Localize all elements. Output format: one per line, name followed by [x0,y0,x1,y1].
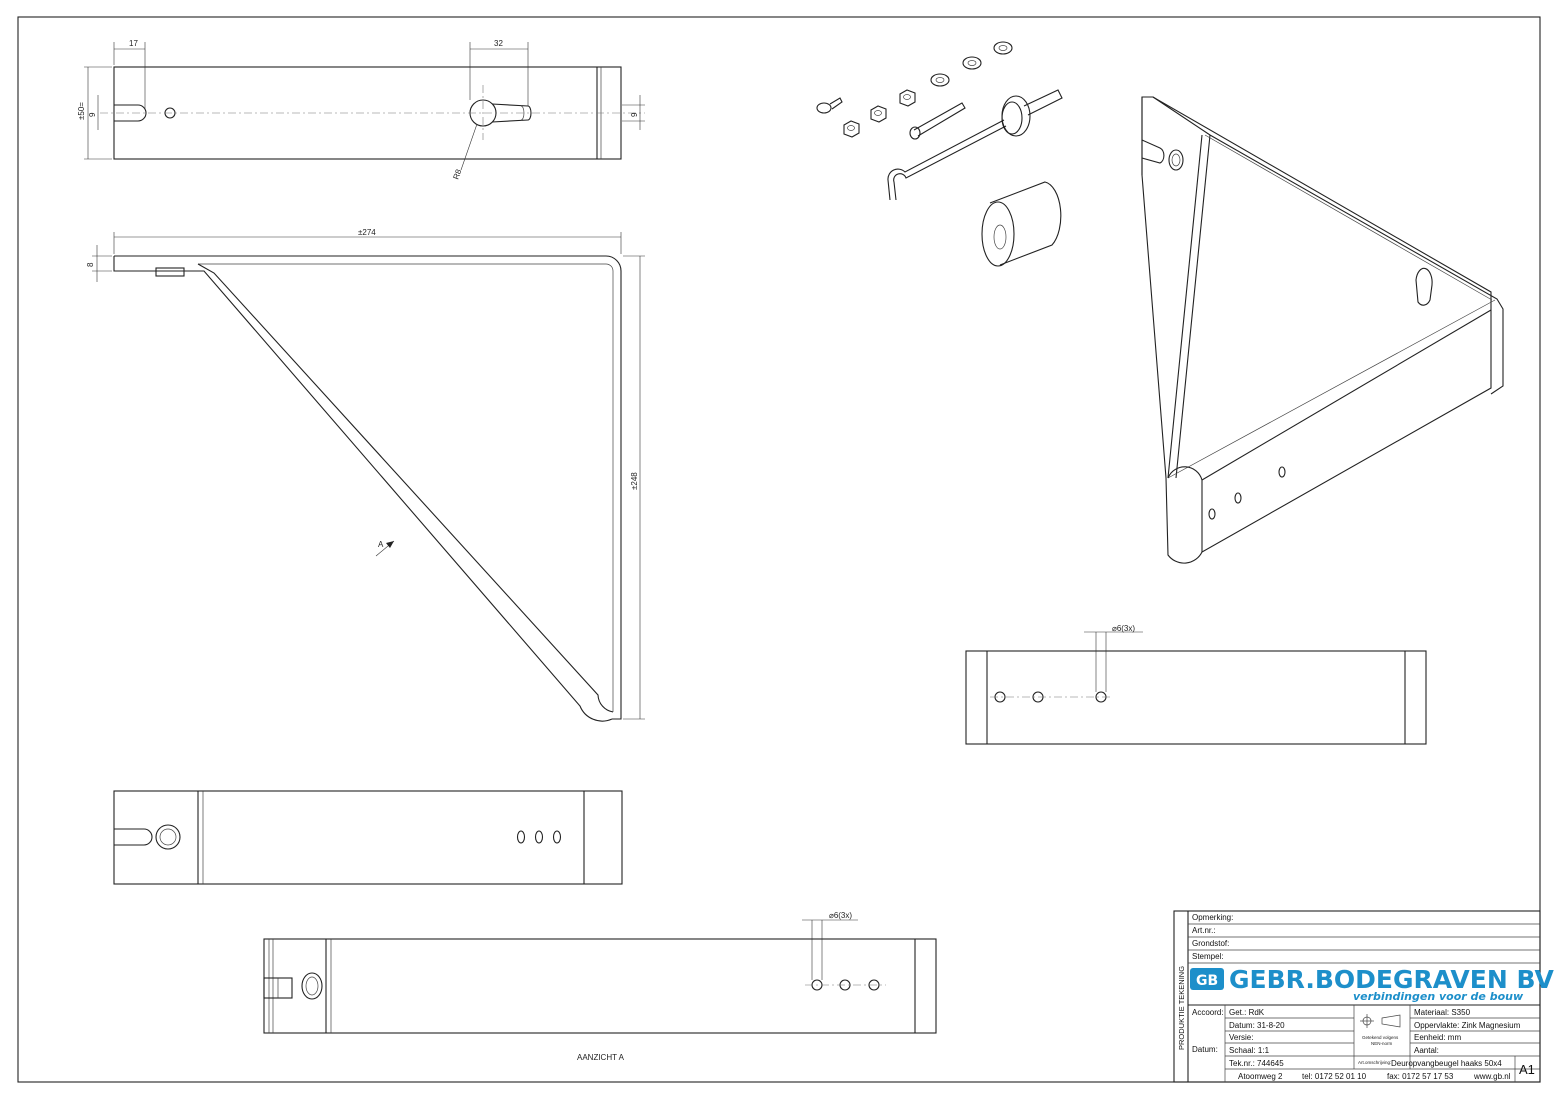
tb-oppervlakte: Oppervlakte: Zink Magnesium [1414,1021,1521,1030]
tb-nen: NEN-norm [1371,1041,1393,1046]
tb-address: Atoomweg 2 [1238,1072,1283,1081]
tb-stempel: Stempel: [1192,952,1224,961]
bottom-view [113,790,623,885]
tb-materiaal: Materiaal: S350 [1414,1008,1471,1017]
tb-slogan: verbindingen voor de bouw [1353,990,1524,1003]
dim-holes-right: ⌀6(3x) [1112,624,1135,633]
hardware-parts [816,41,1063,267]
dim-17: 17 [129,39,138,48]
dim-50: ±50= [77,102,86,120]
tb-aantal: Aantal: [1414,1046,1439,1055]
dim-holes-bottom: ⌀6(3x) [829,911,852,920]
isometric-bracket [1141,96,1504,564]
tb-vertical-label: PRODUKTIE TEKENING [1177,966,1186,1050]
logo-badge [1190,968,1224,990]
tb-tel: tel: 0172 52 01 10 [1302,1072,1367,1081]
tb-company: GEBR.BODEGRAVEN BV [1229,965,1555,994]
view-arrow-a: A [378,540,384,549]
side-view [92,232,645,722]
tb-versie: Versie: [1229,1033,1253,1042]
tb-eenheid: Eenheid: mm [1414,1033,1461,1042]
tb-schaal: Schaal: 1:1 [1229,1046,1270,1055]
tb-artnr: Art.nr.: [1192,926,1216,935]
dim-9-right: 9 [630,112,639,117]
tb-grondstof: Grondstof: [1192,939,1229,948]
view-a-label: AANZICHT A [577,1053,625,1062]
tb-getekend: Getekend volgens [1362,1035,1399,1040]
dim-r8: R8 [451,167,463,180]
sheet-border [17,16,1541,1083]
dim-32: 32 [494,39,503,48]
tb-omschrijving: Deuropvangbeugel haaks 50x4 [1391,1059,1502,1068]
dim-248: ±248 [630,472,639,490]
tb-omschrijving-label: Art.omschrijving: [1358,1060,1391,1065]
tb-datum: Datum: 31-8-20 [1229,1021,1285,1030]
tb-sheet-size: A1 [1519,1062,1535,1077]
top-view [84,42,645,171]
tb-opmerking: Opmerking: [1192,913,1233,922]
dim-274: ±274 [358,228,376,237]
tb-web: www.gb.nl [1473,1072,1511,1081]
dim-8: 8 [86,262,95,267]
view-a [263,919,937,1034]
title-block [1173,910,1541,1083]
tb-accoord: Accoord: [1192,1008,1224,1017]
tb-teknr: Tek.nr.: 744645 [1229,1059,1284,1068]
tb-fax: fax: 0172 57 17 53 [1387,1072,1454,1081]
dim-9-left: 9 [88,112,97,117]
tb-datum-left: Datum: [1192,1045,1218,1054]
plate-view [965,631,1427,745]
tb-get: Get.: RdK [1229,1008,1265,1017]
tb-logo-text: GB [1196,973,1218,989]
